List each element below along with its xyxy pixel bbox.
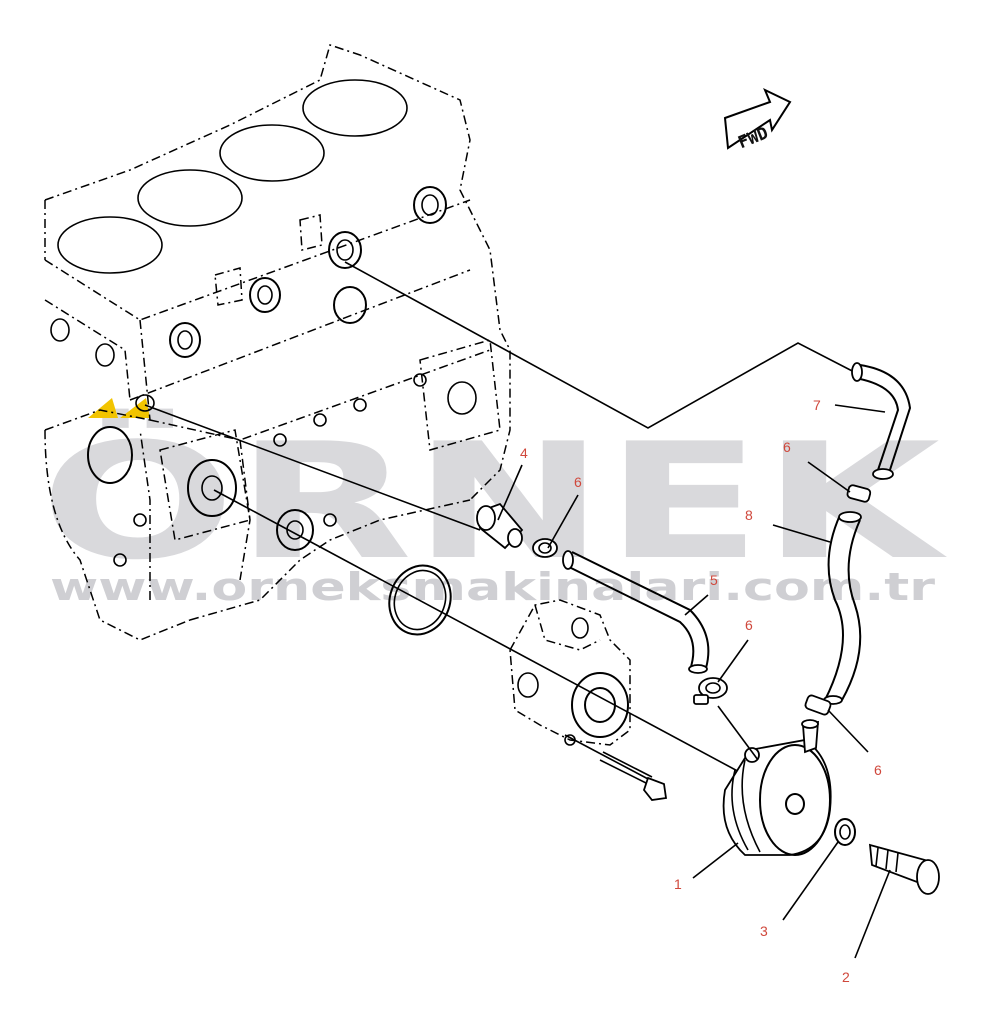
oil-cooler-element [722, 719, 832, 856]
cylinder-bore-4 [302, 79, 408, 137]
callouts: 1 2 3 4 5 6 6 6 6 7 8 [520, 397, 882, 985]
cylinder-bore-1 [57, 216, 163, 274]
clamp-fitting [532, 538, 558, 558]
fwd-direction-arrow: FWD [723, 87, 792, 153]
center-bolt [868, 843, 940, 895]
oil-cooler-mount-port [187, 459, 237, 517]
callout-6-fitting: 6 [574, 474, 582, 490]
fitting-connector [476, 502, 524, 550]
watermark-accent-mark [88, 398, 150, 418]
watermark: ÖRNEK www.orneksmakinalari.com.tr [40, 398, 947, 609]
washer [834, 818, 856, 846]
callout-6-lower: 6 [874, 762, 882, 778]
assembly-lines [144, 261, 861, 781]
callout-1: 1 [674, 876, 682, 892]
fwd-label: FWD [735, 123, 771, 153]
callout-6-upper: 6 [783, 439, 791, 455]
callout-7: 7 [813, 397, 821, 413]
callout-2: 2 [842, 969, 850, 985]
callout-6-mid: 6 [745, 617, 753, 633]
oil-cooler-housing [509, 599, 631, 746]
callout-8: 8 [745, 507, 753, 523]
callout-3: 3 [760, 923, 768, 939]
callout-4: 4 [520, 445, 528, 461]
clamp-mid [693, 677, 728, 705]
mounting-bolt [599, 751, 668, 801]
callout-5: 5 [710, 572, 718, 588]
leader-lines [497, 404, 891, 959]
hose-upper [851, 362, 912, 480]
cylinder-bore-2 [137, 169, 243, 227]
engine-block [44, 44, 511, 641]
cylinder-bore-3 [219, 124, 325, 182]
clamp-lower-right [804, 694, 832, 716]
o-ring [388, 564, 452, 636]
watermark-url: www.orneksmakinalari.com.tr [50, 565, 935, 609]
